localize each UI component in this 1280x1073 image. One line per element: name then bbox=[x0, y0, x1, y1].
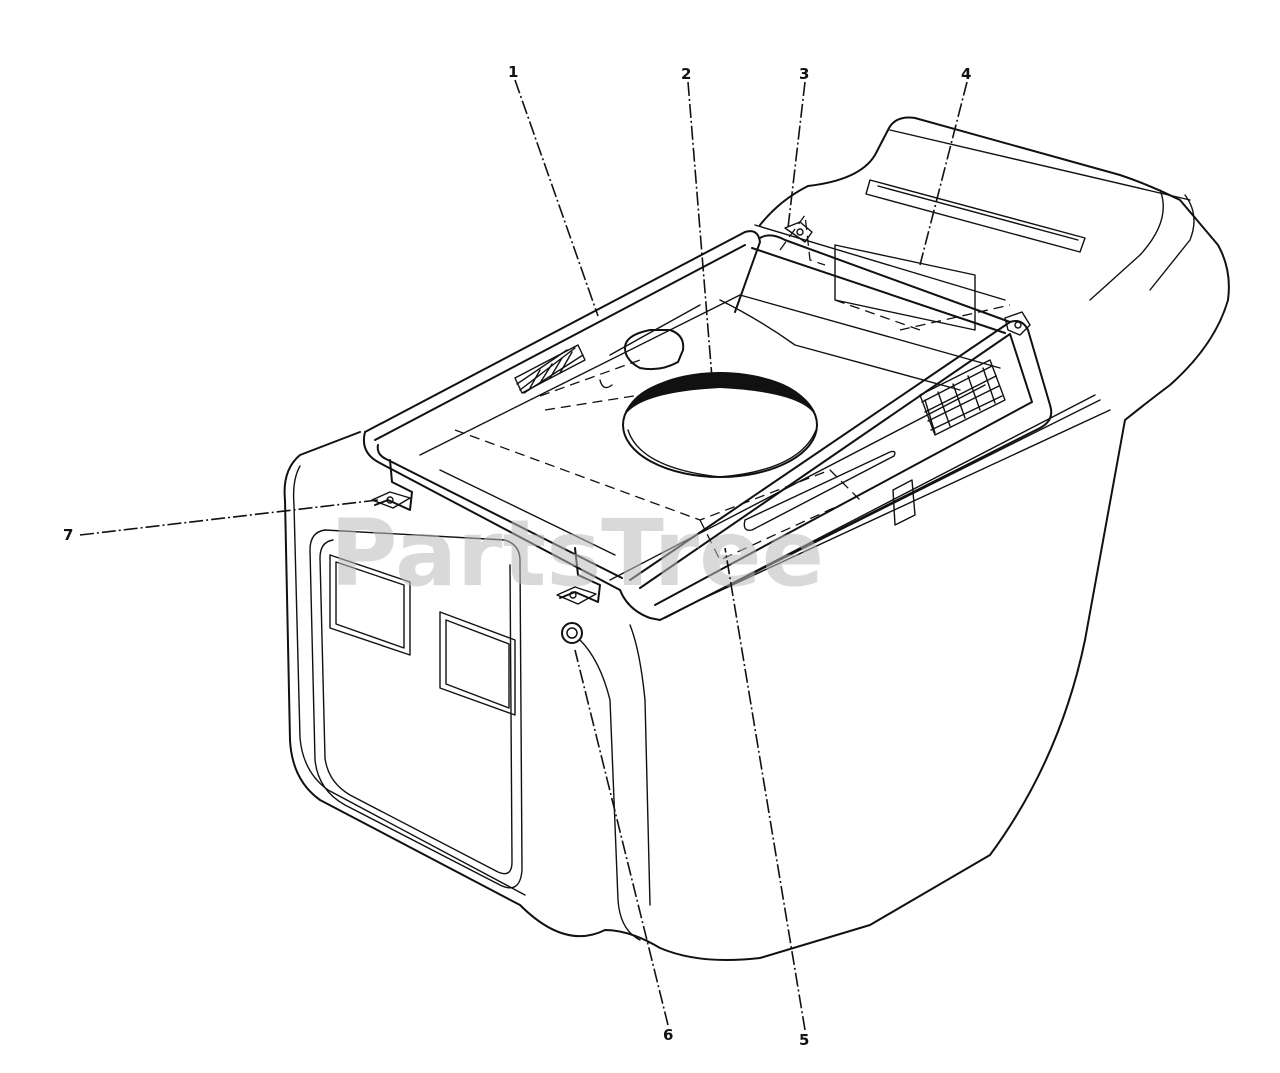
right-mesh-screen bbox=[919, 359, 1006, 436]
leader-line-3 bbox=[787, 81, 806, 229]
hex-nut bbox=[561, 622, 583, 644]
leader-line-7 bbox=[79, 499, 379, 536]
callout-7: 7 bbox=[63, 526, 73, 544]
rear-hinge-bracket bbox=[784, 221, 1031, 336]
rear-panel bbox=[309, 529, 523, 889]
callout-5: 5 bbox=[799, 1031, 809, 1049]
callout-4: 4 bbox=[961, 65, 971, 83]
left-mounting-bracket bbox=[371, 459, 413, 511]
watermark: PartsTree bbox=[330, 500, 824, 607]
leader-line-6 bbox=[574, 649, 669, 1026]
bag-frame bbox=[362, 230, 1053, 621]
callout-1: 1 bbox=[508, 63, 518, 81]
leader-lines bbox=[79, 79, 968, 1031]
leader-line-5 bbox=[724, 547, 806, 1031]
leader-line-4 bbox=[919, 81, 968, 266]
left-mesh-screen bbox=[514, 344, 586, 394]
front-mounting-bracket bbox=[556, 547, 601, 605]
chute-opening bbox=[622, 372, 818, 478]
callout-2: 2 bbox=[681, 65, 691, 83]
leader-line-1 bbox=[514, 79, 599, 317]
top-latch bbox=[599, 329, 685, 389]
leader-line-2 bbox=[687, 81, 713, 379]
callout-3: 3 bbox=[799, 65, 809, 83]
callout-6: 6 bbox=[663, 1026, 673, 1044]
